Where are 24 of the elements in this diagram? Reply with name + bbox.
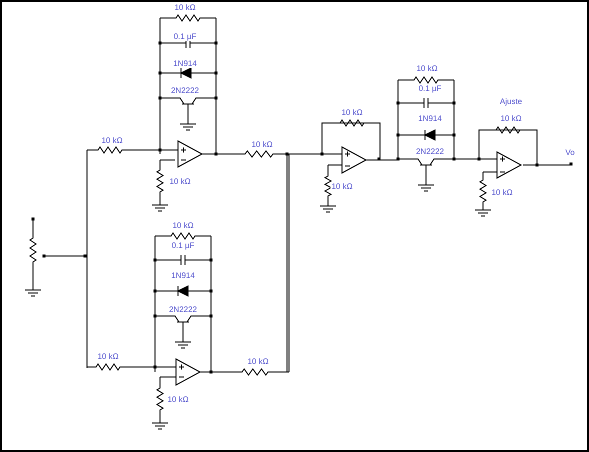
resistor-value: 10 kΩ bbox=[330, 183, 354, 191]
diode-part-number: 1N914 bbox=[170, 272, 196, 280]
resistor-value: 10 kΩ bbox=[490, 189, 514, 197]
output-label: Vo bbox=[564, 149, 576, 157]
capacitor-value: 0.1 µF bbox=[172, 33, 198, 41]
resistor-value: 10 kΩ bbox=[173, 4, 197, 12]
capacitor-value: 0.1 µF bbox=[418, 85, 442, 93]
resistor-value: 10 kΩ bbox=[340, 109, 364, 117]
resistor-value: 10 kΩ bbox=[250, 141, 274, 149]
transistor-part-number: 2N2222 bbox=[170, 87, 200, 95]
resistor-value: 10 kΩ bbox=[100, 137, 124, 145]
resistor-value: 10 kΩ bbox=[499, 115, 523, 123]
resistor-value: 10 kΩ bbox=[96, 353, 120, 361]
diode-part-number: 1N914 bbox=[172, 60, 198, 68]
resistor-value: 10 kΩ bbox=[415, 65, 439, 73]
transistor-part-number: 2N2222 bbox=[414, 148, 446, 156]
resistor-value: 10 kΩ bbox=[246, 358, 270, 366]
diode-part-number: 1N914 bbox=[417, 115, 443, 123]
resistor-value: 10 kΩ bbox=[168, 178, 192, 186]
capacitor-value: 0.1 µF bbox=[170, 242, 196, 250]
transistor-part-number: 2N2222 bbox=[168, 306, 198, 314]
adjust-label: Ajuste bbox=[498, 98, 524, 106]
resistor-value: 10 kΩ bbox=[166, 396, 190, 404]
resistor-value: 10 kΩ bbox=[171, 222, 195, 230]
